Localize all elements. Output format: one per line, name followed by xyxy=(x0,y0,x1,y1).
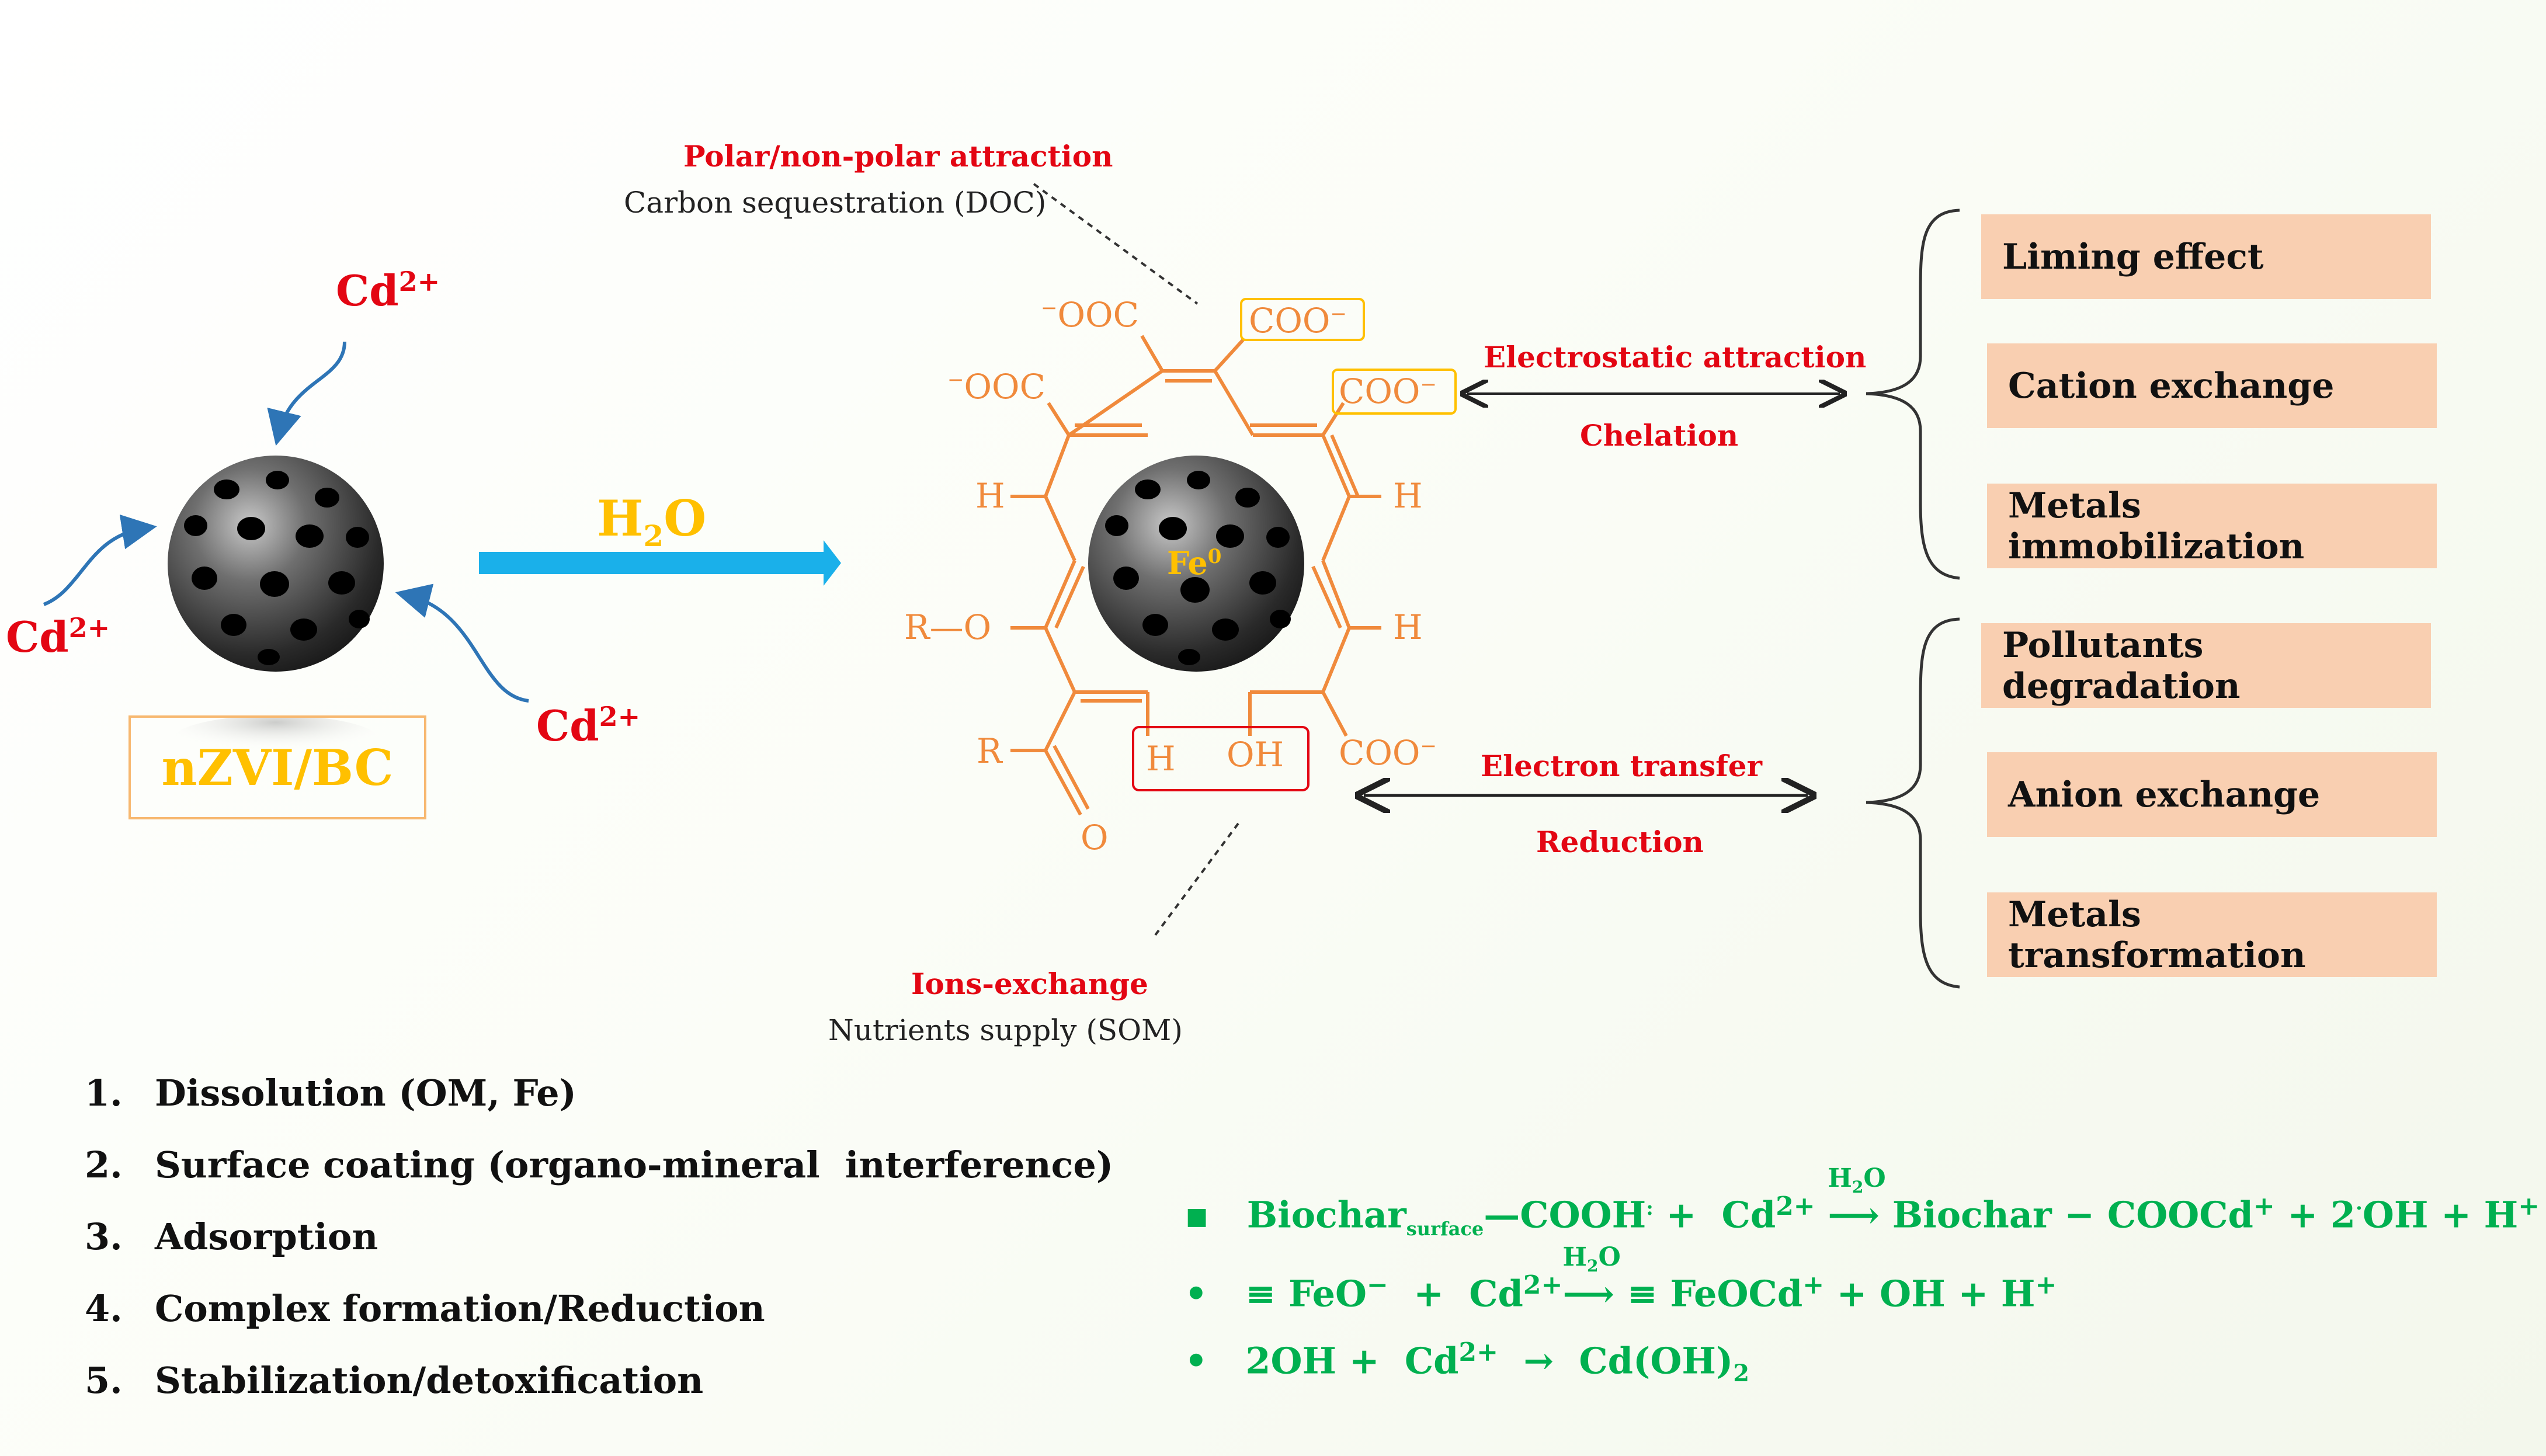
cd-ion-label-top: Cd2+ xyxy=(336,266,440,315)
fe-core-label: Fe0 xyxy=(1167,544,1222,582)
cd-ion-label-left: Cd2+ xyxy=(6,612,110,662)
chelation-label: Chelation xyxy=(1580,418,1739,453)
coo-highlight-box-1 xyxy=(1240,298,1365,341)
nzvi-bc-label: nZVI/BC xyxy=(161,738,394,797)
equation-2: • ≡ FeO− + Cd2+H2O⟶ ≡ FeOCd+ + OH + H+ xyxy=(1185,1242,2057,1315)
eq2-arrow: H2O⟶ xyxy=(1562,1242,1621,1315)
polar-pointer-line xyxy=(1033,183,1199,305)
polar-attraction-label: Polar/non-polar attraction xyxy=(683,139,1113,173)
step-item: 3.Adsorption xyxy=(85,1215,378,1258)
step-item: 2.Surface coating (organo-mineral interf… xyxy=(85,1144,1114,1186)
oh-group: OH xyxy=(1227,735,1284,774)
coo-group-box2: COO− xyxy=(1339,371,1437,411)
o-carbonyl: O xyxy=(1081,818,1109,857)
h-left-upper: H xyxy=(975,476,1005,516)
water-label: H2O xyxy=(597,489,707,553)
r-group: R xyxy=(977,731,1002,771)
upper-brace xyxy=(1866,209,1960,580)
electrostatic-attraction-label: Electrostatic attraction xyxy=(1484,340,1867,374)
h-right-upper: H xyxy=(1393,476,1423,516)
effect-box-metals-transformation: Metals transformation xyxy=(1987,892,2437,977)
coo-group-bottom: COO− xyxy=(1339,733,1437,773)
carbon-sequestration-label: Carbon sequestration (DOC) xyxy=(624,186,1047,220)
nzvi-bc-label-box: nZVI/BC xyxy=(128,715,426,819)
nutrients-supply-label: Nutrients supply (SOM) xyxy=(828,1013,1183,1047)
h-oh-highlight-box xyxy=(1132,726,1310,791)
ion-exchange-pointer-line xyxy=(1152,822,1239,939)
h-bottom: H xyxy=(1146,739,1176,779)
ions-exchange-label: Ions-exchange xyxy=(911,967,1148,1001)
equation-1: ▪ Biocharsurface—COOH: + Cd2+ H2O⟶ Bioch… xyxy=(1185,1163,2540,1240)
fe-core-sphere xyxy=(1088,456,1304,672)
ooc-group-top: −OOC xyxy=(1041,295,1139,335)
step-item: 5.Stabilization/detoxification xyxy=(85,1359,704,1402)
electron-transfer-label: Electron transfer xyxy=(1481,749,1762,783)
effect-box-liming: Liming effect xyxy=(1981,214,2431,299)
lower-brace xyxy=(1866,617,1960,989)
cd-ion-label-right: Cd2+ xyxy=(536,701,641,750)
reduction-label: Reduction xyxy=(1536,825,1704,859)
effect-box-cation-exchange: Cation exchange xyxy=(1987,343,2437,428)
step-item: 1.Dissolution (OM, Fe) xyxy=(85,1072,576,1114)
cd-arrow-left xyxy=(43,515,157,606)
water-reaction-arrow xyxy=(479,540,841,586)
steps-list: 1.Dissolution (OM, Fe) 2.Surface coating… xyxy=(85,1057,1113,1416)
equation-3: • 2OH + Cd2+ → Cd(OH)2 xyxy=(1185,1337,1750,1388)
cd-arrow-top xyxy=(267,341,346,446)
nzvi-particle-left xyxy=(168,456,384,762)
cd-arrow-right xyxy=(395,583,529,703)
humic-molecule-structure xyxy=(1010,335,1381,816)
coo-group-box1: COO− xyxy=(1249,301,1347,340)
coo-highlight-box-2 xyxy=(1332,369,1457,415)
h-right-lower: H xyxy=(1393,607,1423,647)
ooc-group-left: −OOC xyxy=(947,367,1046,406)
effect-box-pollutants-degradation: Pollutants degradation xyxy=(1981,623,2431,708)
eq1-arrow: H2O⟶ xyxy=(1828,1163,1886,1236)
step-item: 4.Complex formation/Reduction xyxy=(85,1287,765,1330)
effect-box-metals-immobilization: Metals immobilization xyxy=(1987,484,2437,568)
effect-box-anion-exchange: Anion exchange xyxy=(1987,752,2437,837)
ro-group: R—O xyxy=(904,607,992,647)
